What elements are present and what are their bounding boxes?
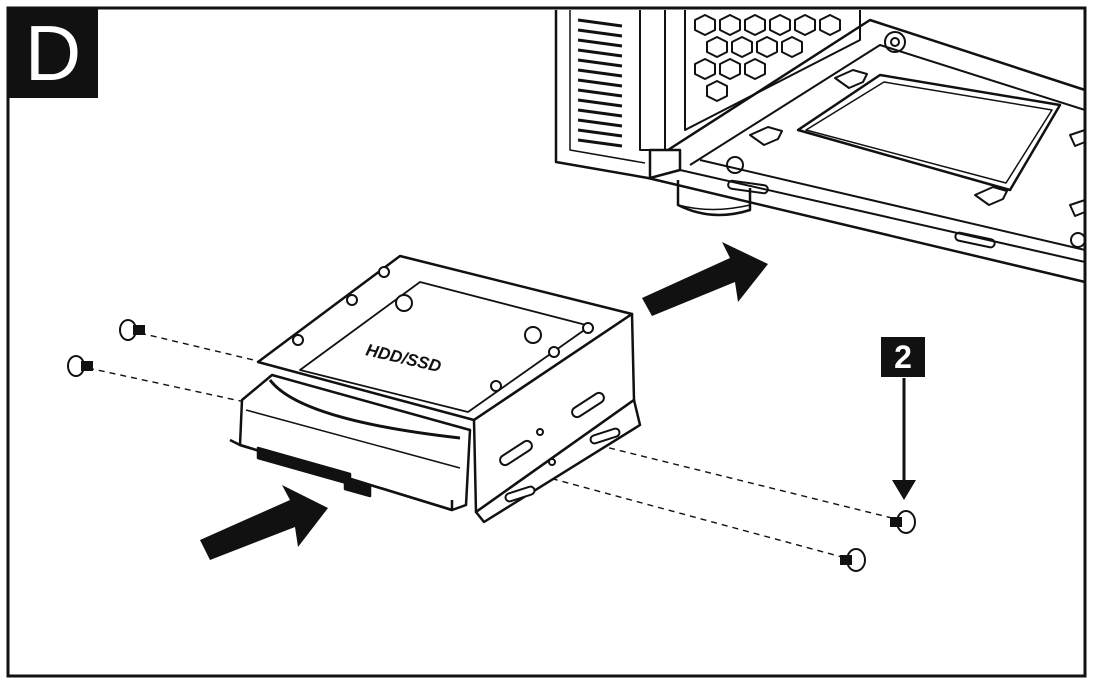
screw-icon [890, 510, 916, 534]
push-arrow-icon [200, 485, 328, 560]
drive-bracket [256, 254, 642, 524]
screw-count-badge: 2 [881, 337, 925, 377]
hard-drive [229, 373, 472, 512]
down-arrow-icon [892, 378, 916, 500]
screw-icon [840, 548, 866, 572]
screw-icon [67, 355, 93, 377]
push-arrow-icon [642, 242, 768, 316]
step-letter-badge: D [8, 8, 98, 98]
pc-case [554, 10, 1086, 284]
frame-border [6, 6, 1087, 678]
screw-icon [119, 319, 145, 341]
